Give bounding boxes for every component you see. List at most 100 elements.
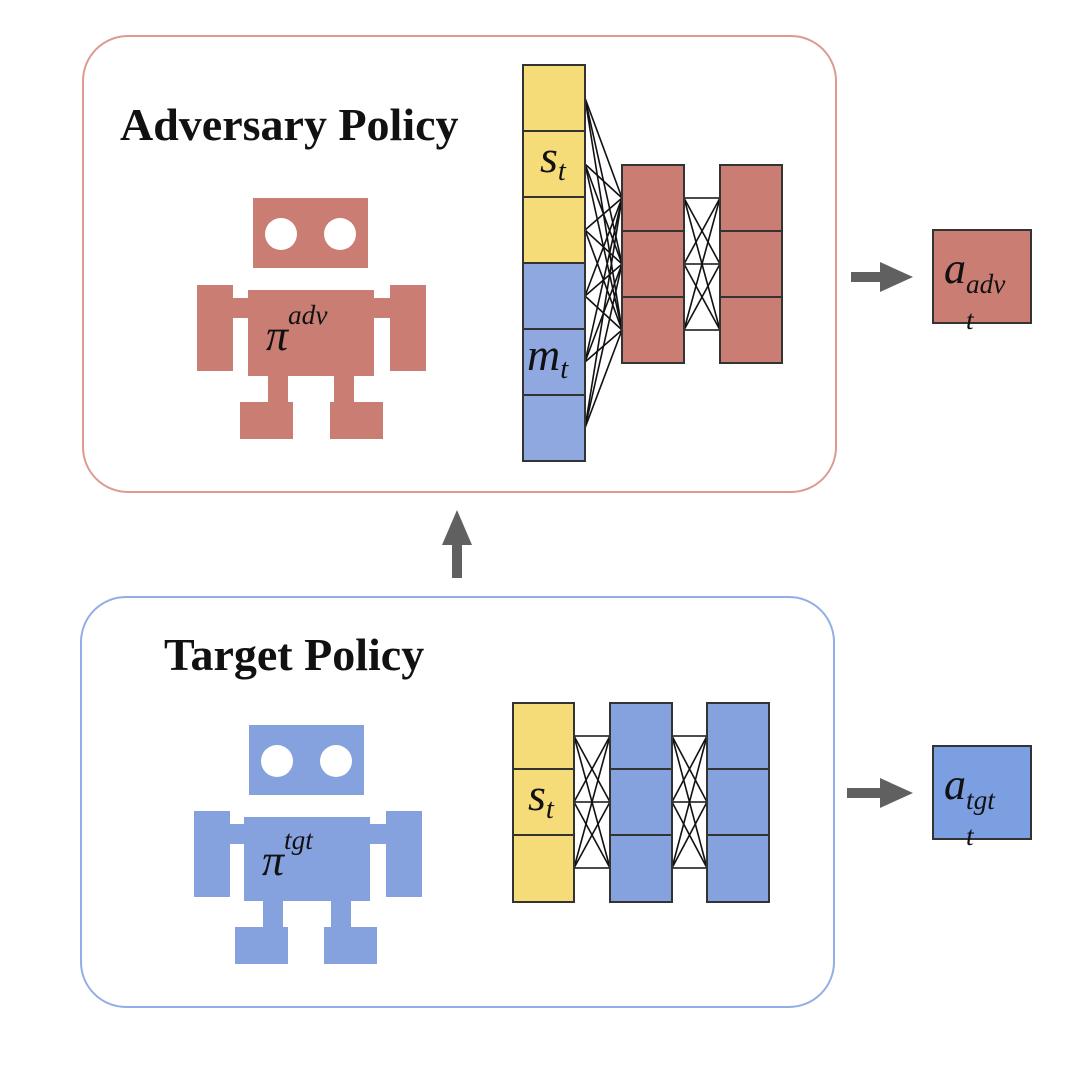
robot-leg-left xyxy=(263,900,283,930)
hidden-cell xyxy=(719,296,783,364)
target-input-layer xyxy=(512,702,575,903)
adversary-hidden-layer-1 xyxy=(621,164,685,364)
connection-line xyxy=(573,735,611,869)
robot-icon xyxy=(194,725,422,964)
input-cell-memory xyxy=(522,328,586,396)
policy-symbol: π xyxy=(262,835,285,885)
input-cell-state xyxy=(522,130,586,198)
connection-line xyxy=(683,263,721,331)
connection-line xyxy=(584,197,623,231)
input-cell-state xyxy=(512,834,575,903)
robot-shoulder-right xyxy=(370,298,390,318)
action-subscript: t xyxy=(966,305,974,335)
action-symbol: a xyxy=(944,244,966,293)
action-superscript: tgt xyxy=(966,785,995,815)
hidden-cell xyxy=(621,164,685,232)
hidden-cell xyxy=(706,768,770,836)
target-policy-title: Target Policy xyxy=(164,629,425,680)
hidden-cell xyxy=(621,230,685,298)
robot-eye-left xyxy=(261,745,293,777)
target-connections-hidden1-hidden2 xyxy=(671,735,708,869)
state-symbol: s xyxy=(540,131,558,182)
hidden-cell xyxy=(609,702,673,770)
target-policy-panel xyxy=(80,596,835,1008)
input-cell-state xyxy=(512,768,575,836)
hidden-cell xyxy=(719,164,783,232)
adversary-memory-label: mt xyxy=(527,328,568,386)
action-superscript: adv xyxy=(966,269,1006,299)
target-hidden-layer-2 xyxy=(706,702,770,903)
adversary-connections-input-hidden1 xyxy=(584,97,623,429)
policy-symbol: π xyxy=(266,310,289,360)
adversary-policy-panel xyxy=(82,35,837,493)
connection-line xyxy=(584,197,623,363)
hidden-cell xyxy=(609,834,673,903)
robot-leg-right xyxy=(334,374,354,404)
state-subscript: t xyxy=(557,155,566,187)
policy-superscript: adv xyxy=(288,300,328,330)
hidden-cell xyxy=(706,702,770,770)
adversary-input-layer xyxy=(522,64,586,462)
input-cell-memory xyxy=(522,262,586,330)
memory-symbol: m xyxy=(527,329,561,380)
robot-shoulder-right xyxy=(368,824,388,844)
connection-line xyxy=(584,329,623,429)
target-policy-symbol: πtgt xyxy=(262,825,313,886)
robot-foot-right xyxy=(330,402,383,439)
hidden-cell xyxy=(621,296,685,364)
hidden-cell xyxy=(609,768,673,836)
robot-eye-left xyxy=(265,218,297,250)
action-subscript: t xyxy=(966,821,974,851)
adversary-state-label: st xyxy=(540,130,566,188)
policy-superscript: tgt xyxy=(284,825,313,855)
robot-body xyxy=(248,290,374,376)
connection-line xyxy=(671,735,708,803)
robot-icon xyxy=(197,198,426,439)
adversary-policy-symbol: πadv xyxy=(266,300,327,361)
robot-arm-left xyxy=(197,285,233,371)
connection-line xyxy=(584,163,623,199)
hidden-cell xyxy=(719,230,783,298)
robot-arm-right xyxy=(390,285,426,371)
adversary-policy-title: Adversary Policy xyxy=(120,99,459,150)
target-state-label: st xyxy=(528,768,554,826)
robot-eye-right xyxy=(320,745,352,777)
state-subscript: t xyxy=(545,793,554,825)
connection-line xyxy=(671,801,708,869)
input-cell-state xyxy=(512,702,575,770)
robot-foot-left xyxy=(235,927,288,964)
action-symbol: a xyxy=(944,760,966,809)
connection-line xyxy=(683,197,721,265)
arrow-right-icon xyxy=(851,262,913,292)
connection-line xyxy=(584,263,623,429)
robot-foot-left xyxy=(240,402,293,439)
connection-line xyxy=(584,197,623,429)
target-hidden-layer-1 xyxy=(609,702,673,903)
connection-line xyxy=(683,197,721,331)
connection-line xyxy=(584,197,623,297)
robot-body xyxy=(244,817,370,901)
robot-foot-right xyxy=(324,927,377,964)
arrow-up-icon xyxy=(442,510,472,578)
adversary-hidden-layer-2 xyxy=(719,164,783,364)
adversary-connections-hidden1-hidden2 xyxy=(683,197,721,331)
connection-line xyxy=(573,735,611,803)
target-connections-input-hidden1 xyxy=(573,735,611,869)
input-cell-state xyxy=(522,64,586,132)
hidden-cell xyxy=(706,834,770,903)
input-cell-memory xyxy=(522,394,586,462)
connection-line xyxy=(671,735,708,869)
robot-arm-right xyxy=(386,811,422,897)
robot-eye-right xyxy=(324,218,356,250)
connection-line xyxy=(573,801,611,869)
input-cell-state xyxy=(522,196,586,264)
state-symbol: s xyxy=(528,769,546,820)
arrow-right-icon xyxy=(847,778,913,808)
robot-arm-left xyxy=(194,811,230,897)
robot-leg-right xyxy=(331,900,351,930)
robot-leg-left xyxy=(268,374,288,404)
